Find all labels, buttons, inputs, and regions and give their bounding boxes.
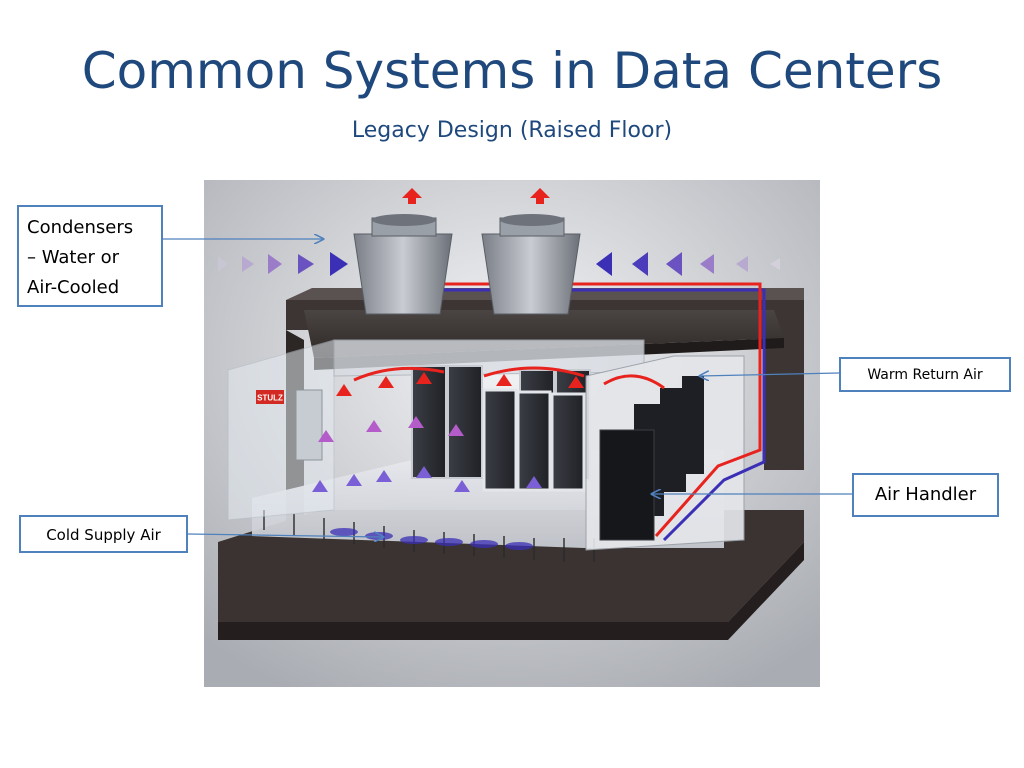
intake-arrows-right	[596, 252, 780, 276]
air-handler-callout: Air Handler	[852, 473, 999, 517]
supply-airflow-arrows	[312, 372, 584, 492]
exhaust-arrows	[402, 188, 550, 204]
condensers-callout: Condensers – Water or Air-Cooled	[17, 205, 163, 307]
condensers-line-2: – Water or	[27, 247, 120, 268]
cold-supply-air-callout: Cold Supply Air	[19, 515, 188, 553]
glass-wall-left	[227, 339, 335, 521]
door-sign-text: STULZ	[257, 394, 283, 403]
intake-arrows-left	[218, 252, 348, 276]
room-door	[295, 389, 323, 461]
air-handler-units	[599, 376, 704, 541]
condensers-line-1: Condensers	[27, 217, 134, 238]
warm-return-air-callout: Warm Return Air	[839, 357, 1011, 392]
condenser-units	[353, 214, 581, 315]
slide-title: Common Systems in Data Centers	[81, 42, 943, 100]
slide-subtitle: Legacy Design (Raised Floor)	[351, 118, 673, 143]
door-sign	[256, 390, 284, 404]
server-racks	[411, 365, 591, 492]
condensers-line-3: Air-Cooled	[27, 277, 120, 298]
return-airflow-arcs	[353, 366, 665, 390]
data-center-illustration: STULZ	[204, 180, 820, 687]
coolant-piping	[436, 282, 766, 542]
